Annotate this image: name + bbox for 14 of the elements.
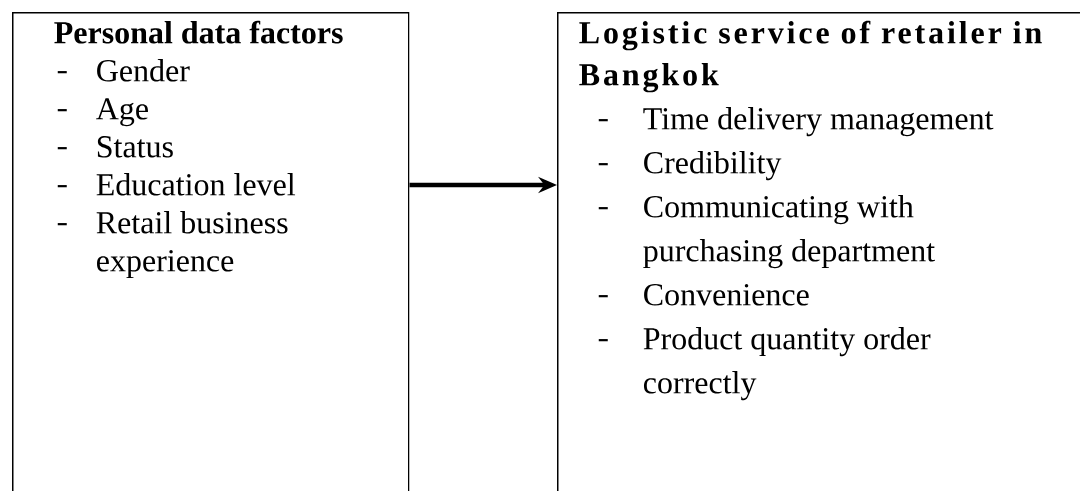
list-item: Gender [97,59,190,82]
list-item: Education level [96,173,296,196]
list-item: Communicating with purchasing department [643,195,935,269]
heading: Personal data factors [54,20,343,44]
list-item: Status [97,136,173,158]
list-item: Time delivery management [643,107,994,137]
heading: Logistic service of retailer in Bangkok [579,20,1042,93]
list-item: Retail business experience [96,211,288,279]
list-item: Convenience [644,284,809,306]
list-item: Age [96,98,148,127]
list-item: Product quantity order correctly [643,327,931,401]
list-box [12,12,410,491]
list-item: Credibility [644,151,782,181]
list-box [557,12,1080,491]
